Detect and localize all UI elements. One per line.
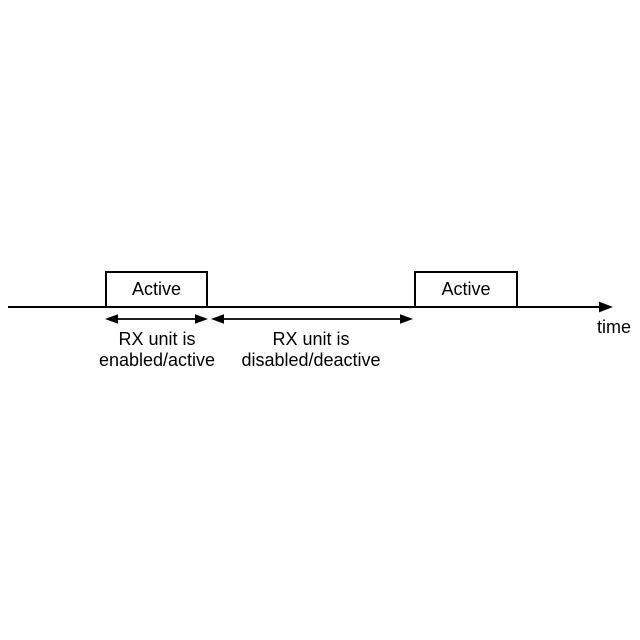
time-axis-arrowhead-icon: [599, 301, 613, 313]
disabled-interval-label-line2: disabled/deactive: [241, 350, 381, 370]
enabled-interval-left-arrowhead-icon: [105, 314, 118, 324]
enabled-interval-label-line1: RX unit is: [118, 329, 196, 349]
enabled-interval-arrow: [105, 314, 208, 324]
disabled-interval-right-arrowhead-icon: [400, 314, 413, 324]
disabled-interval-label: RX unit is disabled/deactive: [221, 329, 401, 371]
time-axis-label: time: [596, 317, 631, 337]
active-box-2-label: Active: [441, 278, 491, 299]
disabled-interval-label-line1: RX unit is: [272, 329, 350, 349]
enabled-interval-right-arrowhead-icon: [195, 314, 208, 324]
active-box-2: Active: [414, 271, 518, 308]
active-box-1-label: Active: [131, 278, 182, 299]
disabled-interval-left-arrowhead-icon: [211, 314, 224, 324]
enabled-interval-label: RX unit is enabled/active: [67, 329, 247, 371]
enabled-interval-label-line2: enabled/active: [98, 350, 216, 370]
disabled-interval-arrow: [211, 314, 413, 324]
active-box-1: Active: [105, 271, 208, 308]
